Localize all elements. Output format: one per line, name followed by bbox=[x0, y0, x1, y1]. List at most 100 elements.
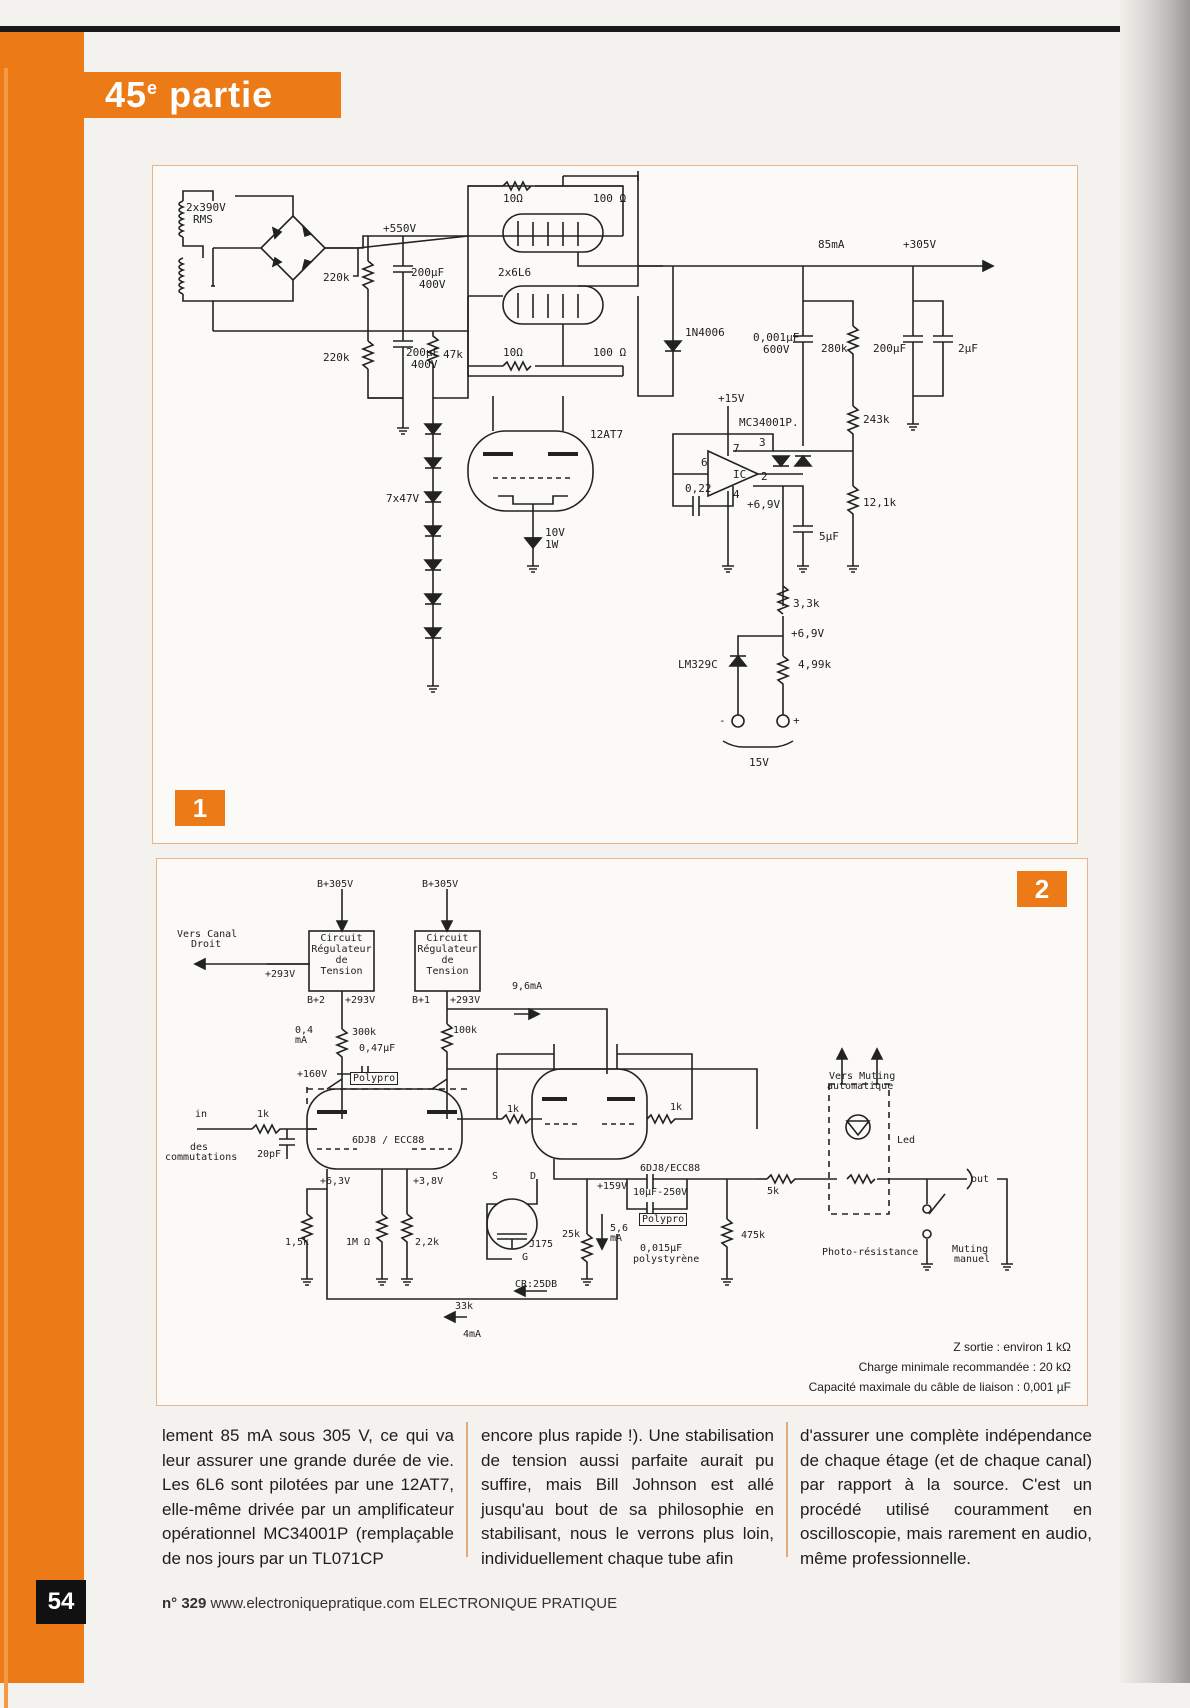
label-pin7: 7 bbox=[733, 442, 740, 455]
label-c5u: 5µF bbox=[819, 530, 839, 543]
reg-left-line4: Tension bbox=[320, 966, 363, 977]
label-r121k: 12,1k bbox=[863, 496, 897, 509]
label-out: out bbox=[971, 1174, 990, 1185]
label-i4: 4mA bbox=[463, 1329, 482, 1340]
label-i04b: mA bbox=[295, 1035, 308, 1046]
label-v160: +160V bbox=[297, 1069, 328, 1080]
label-r33k: 33k bbox=[455, 1301, 474, 1312]
label-tube2: 6DJ8/ECC88 bbox=[640, 1163, 701, 1174]
label-r10a: 10Ω bbox=[503, 192, 523, 205]
label-c200c: 200µF bbox=[873, 342, 907, 355]
label-r1kb: 1k bbox=[507, 1104, 520, 1115]
reg-right-line3: de bbox=[441, 955, 454, 966]
label-r475k: 475k bbox=[741, 1230, 766, 1241]
reg-right-line1: Circuit bbox=[426, 933, 469, 944]
label-r300k: 300k bbox=[352, 1027, 377, 1038]
fig2-notes: Z sortie : environ 1 kΩ Charge minimale … bbox=[809, 1337, 1071, 1397]
fig1-labels: 2x390V RMS +550V 220k 220k 200µF 400V 20… bbox=[153, 166, 1077, 843]
column-separator-2 bbox=[786, 1422, 788, 1557]
label-v38: +3,8V bbox=[413, 1176, 444, 1187]
label-z10v: 10V bbox=[545, 526, 565, 539]
label-tubes-6l6: 2x6L6 bbox=[498, 266, 532, 279]
fig2-labels: B+305V B+305V Circuit Régulateur de Tens… bbox=[157, 859, 1087, 1405]
footer-line: n° 329 www.electroniquepratique.com ELEC… bbox=[162, 1595, 617, 1612]
label-v293a: +293V bbox=[265, 969, 296, 980]
figure-1-number: 1 bbox=[175, 790, 225, 826]
label-p69a: +6,9V bbox=[747, 498, 781, 511]
label-supply-15v: 15V bbox=[749, 756, 769, 769]
label-r100a: 100 Ω bbox=[593, 192, 627, 205]
label-i96: 9,6mA bbox=[512, 981, 543, 992]
footer-magazine: ELECTRONIQUE PRATIQUE bbox=[419, 1595, 618, 1612]
label-manual-1: Muting bbox=[952, 1244, 989, 1255]
label-r220b: 220k bbox=[323, 351, 350, 364]
label-p69b: +6,9V bbox=[791, 627, 825, 640]
label-b550: +550V bbox=[383, 222, 417, 235]
label-pin-s: S bbox=[492, 1171, 499, 1182]
label-tube-12at7: 12AT7 bbox=[590, 428, 624, 441]
label-v293b: +293V bbox=[345, 995, 376, 1006]
reg-left-line1: Circuit bbox=[320, 933, 363, 944]
regulator-right-text: Circuit Régulateur de Tension bbox=[415, 933, 480, 977]
label-c200b: 200µF bbox=[406, 346, 440, 359]
note-charge: Charge minimale recommandée : 20 kΩ bbox=[858, 1360, 1071, 1374]
orange-side-band bbox=[0, 32, 84, 1708]
figure-2-number: 2 bbox=[1017, 871, 1067, 907]
label-ic-name: MC34001P. bbox=[739, 416, 799, 429]
note-cable: Capacité maximale du câble de liaison : … bbox=[808, 1380, 1071, 1394]
figure-2-schematic: B+305V B+305V Circuit Régulateur de Tens… bbox=[156, 858, 1088, 1406]
label-pin3: 3 bbox=[759, 436, 766, 449]
label-transformer-rms: RMS bbox=[193, 213, 213, 226]
label-vers-canal-2: Droit bbox=[191, 939, 222, 950]
label-r1ka: 1k bbox=[257, 1109, 270, 1120]
label-pin6: 6 bbox=[701, 456, 708, 469]
label-transformer: 2x390V bbox=[186, 201, 226, 214]
label-i56a: 5,6 bbox=[610, 1223, 629, 1234]
label-z10v-w: 1W bbox=[545, 538, 559, 551]
label-minus: - bbox=[719, 714, 726, 727]
label-diode-1n4006: 1N4006 bbox=[685, 326, 725, 339]
label-v159: +159V bbox=[597, 1181, 628, 1192]
label-c0015: 0,015µF bbox=[640, 1243, 683, 1254]
label-c200b-v: 400V bbox=[411, 358, 438, 371]
reg-left-line3: de bbox=[335, 955, 348, 966]
part-number: 45 bbox=[105, 74, 148, 115]
label-r47k: 47k bbox=[443, 348, 463, 361]
label-pin2: 2 bbox=[761, 470, 768, 483]
label-b2: B+2 bbox=[307, 995, 326, 1006]
article-column-3: d'assurer une complète indépendance de c… bbox=[800, 1426, 1092, 1568]
label-r22k: 2,2k bbox=[415, 1237, 440, 1248]
section-title-box bbox=[71, 72, 341, 118]
issue-number: 329 bbox=[181, 1595, 207, 1612]
label-r100k: 100k bbox=[453, 1025, 478, 1036]
label-r220a: 220k bbox=[323, 271, 350, 284]
regulator-left-text: Circuit Régulateur de Tension bbox=[309, 933, 374, 977]
label-manual-2: manuel bbox=[954, 1254, 991, 1265]
page-gutter-shadow bbox=[1120, 0, 1190, 1683]
label-polypro1: Polypro bbox=[350, 1072, 399, 1085]
reg-right-line2: Régulateur bbox=[417, 944, 478, 955]
label-bplus1: B+305V bbox=[317, 879, 354, 890]
label-des-1: des bbox=[190, 1142, 209, 1153]
label-pin4: 4 bbox=[733, 488, 740, 501]
label-c047: 0,47µF bbox=[359, 1043, 396, 1054]
label-photo: Photo-résistance bbox=[822, 1247, 919, 1258]
label-vers-canal-1: Vers Canal bbox=[177, 929, 238, 940]
label-polypro2: Polypro bbox=[639, 1213, 688, 1226]
note-zout: Z sortie : environ 1 kΩ bbox=[953, 1340, 1071, 1354]
label-r15k: 1,5k bbox=[285, 1237, 310, 1248]
label-r10b: 10Ω bbox=[503, 346, 523, 359]
label-i56b: mA bbox=[610, 1233, 623, 1244]
label-c001-v: 600V bbox=[763, 343, 790, 356]
top-rule bbox=[0, 26, 1190, 32]
part-suffix: e bbox=[147, 78, 159, 98]
label-pin-g: G bbox=[522, 1252, 529, 1263]
label-muting-2: automatique bbox=[827, 1081, 894, 1092]
label-v63: +6,3V bbox=[320, 1176, 351, 1187]
label-b1: B+1 bbox=[412, 995, 431, 1006]
label-polystyrene: polystyrène bbox=[633, 1254, 700, 1265]
article-column-2: encore plus rapide !). Une stabilisation… bbox=[481, 1426, 774, 1568]
zener-string bbox=[423, 423, 443, 640]
label-r1kc: 1k bbox=[670, 1102, 683, 1113]
label-p15v: +15V bbox=[718, 392, 745, 405]
